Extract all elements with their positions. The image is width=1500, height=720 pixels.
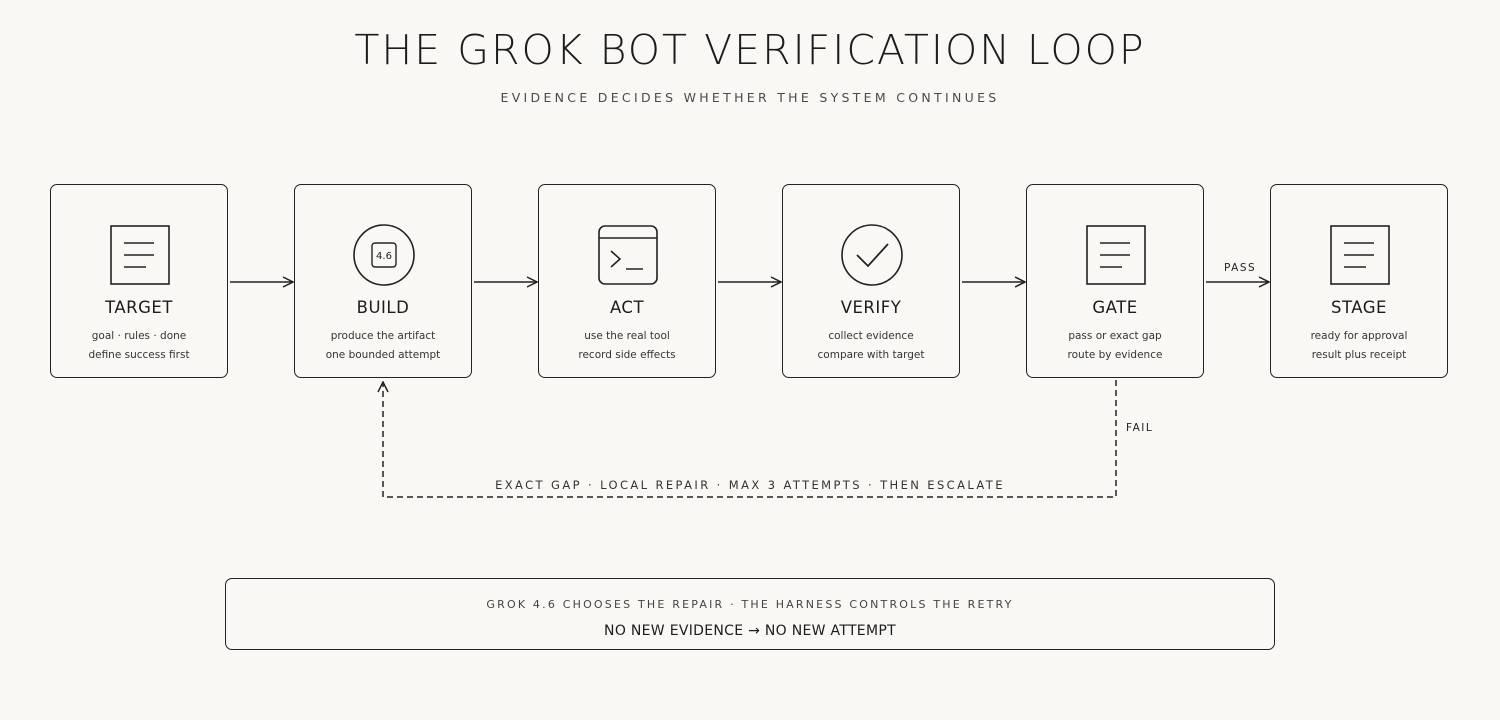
- chip-badge-icon: 4.6: [352, 223, 416, 287]
- step-label: BUILD: [356, 298, 410, 317]
- step-desc-2: one bounded attempt: [325, 349, 441, 361]
- step-label: ACT: [609, 298, 645, 317]
- terminal-icon: [596, 223, 660, 287]
- step-desc-2: record side effects: [578, 349, 676, 361]
- page-subtitle: EVIDENCE DECIDES WHETHER THE SYSTEM CONT…: [500, 90, 1000, 105]
- step-desc-1: goal · rules · done: [91, 330, 187, 342]
- note-top-line: GROK 4.6 CHOOSES THE REPAIR · THE HARNES…: [486, 598, 1014, 611]
- step-desc-1: use the real tool: [584, 330, 670, 342]
- step-target: TARGET goal · rules · done define succes…: [50, 184, 228, 378]
- step-desc-2: route by evidence: [1067, 349, 1163, 361]
- step-desc-2: compare with target: [817, 349, 925, 361]
- step-label: TARGET: [105, 298, 173, 317]
- fail-label: FAIL: [1126, 422, 1154, 434]
- note-bottom-line: NO NEW EVIDENCE → NO NEW ATTEMPT: [604, 623, 896, 639]
- step-desc-2: define success first: [88, 349, 190, 361]
- document-icon: [108, 223, 172, 287]
- retry-loop-label: EXACT GAP · LOCAL REPAIR · MAX 3 ATTEMPT…: [495, 478, 1005, 492]
- step-label: GATE: [1092, 298, 1138, 317]
- retry-loop-arrow: [383, 380, 1117, 498]
- check-circle-icon: [840, 223, 904, 287]
- document-icon: [1328, 223, 1392, 287]
- step-verify: VERIFY collect evidence compare with tar…: [782, 184, 960, 378]
- page-title: THE GROK BOT VERIFICATION LOOP: [354, 26, 1146, 74]
- step-build: 4.6 BUILD produce the artifact one bound…: [294, 184, 472, 378]
- step-label: VERIFY: [840, 298, 902, 317]
- step-desc-2: result plus receipt: [1311, 349, 1407, 361]
- document-icon: [1084, 223, 1148, 287]
- harness-note: GROK 4.6 CHOOSES THE REPAIR · THE HARNES…: [225, 578, 1275, 650]
- step-stage: STAGE ready for approval result plus rec…: [1270, 184, 1448, 378]
- step-desc-1: ready for approval: [1310, 330, 1408, 342]
- pass-label: PASS: [1224, 262, 1257, 274]
- step-label: STAGE: [1331, 298, 1387, 317]
- step-desc-1: pass or exact gap: [1068, 330, 1162, 342]
- step-desc-1: produce the artifact: [330, 330, 436, 342]
- step-gate: GATE pass or exact gap route by evidence: [1026, 184, 1204, 378]
- step-desc-1: collect evidence: [828, 330, 914, 342]
- model-badge: 4.6: [376, 251, 392, 262]
- step-act: ACT use the real tool record side effect…: [538, 184, 716, 378]
